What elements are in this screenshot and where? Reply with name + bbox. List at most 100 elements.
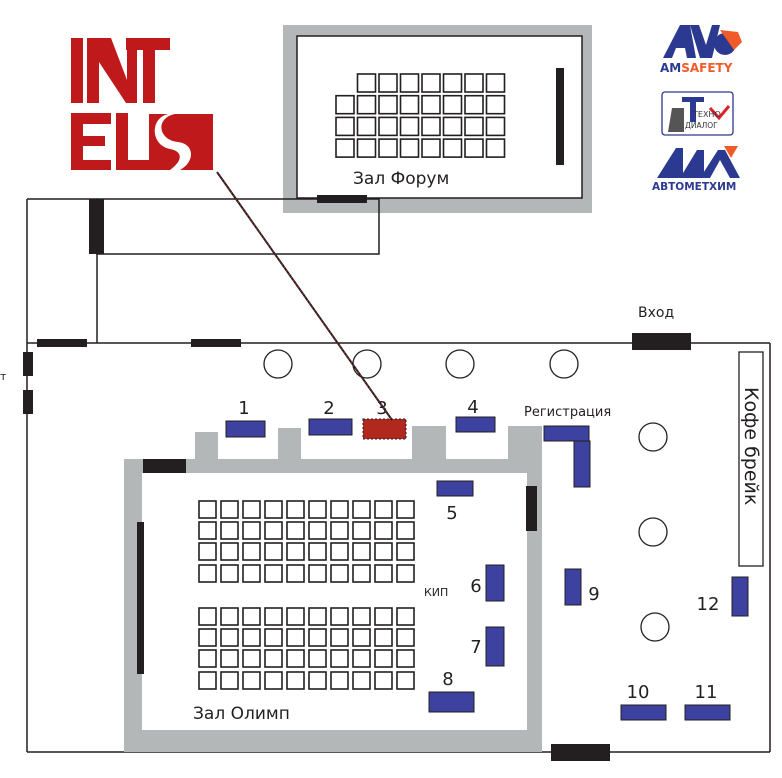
door[interactable] (191, 339, 241, 347)
booth-stand[interactable] (684, 704, 731, 721)
booth-stand[interactable] (455, 416, 496, 433)
svg-text:AMSAFETY: AMSAFETY (660, 61, 733, 75)
seat (442, 138, 463, 158)
seat (352, 649, 371, 668)
amsafety-logo: AMSAFETY (660, 25, 742, 75)
seat (330, 564, 349, 583)
seat (352, 500, 371, 519)
seat (220, 500, 239, 519)
seat (308, 607, 327, 626)
booth-number: 6 (470, 576, 481, 597)
booth-stand[interactable] (485, 626, 505, 667)
booth-stand[interactable] (362, 418, 407, 440)
booth-stand[interactable] (620, 704, 667, 721)
booth-number: 11 (695, 682, 718, 703)
seat (220, 521, 239, 540)
seat (356, 94, 377, 115)
entrance-label: Вход (638, 305, 674, 321)
seat (330, 607, 349, 626)
booth-12[interactable]: 12 (697, 576, 749, 617)
seat (421, 138, 441, 158)
door[interactable] (23, 390, 33, 414)
booth-stand[interactable] (225, 420, 266, 438)
seat (330, 542, 349, 561)
booth-number: 2 (323, 398, 334, 419)
seat (356, 73, 377, 93)
seat (356, 116, 377, 137)
booth-number: 4 (467, 397, 478, 418)
main-hall: т Вход Кофе брейк (0, 305, 771, 761)
booth-stand[interactable] (564, 568, 582, 606)
seat (396, 607, 415, 626)
door[interactable] (23, 352, 33, 376)
seat (464, 138, 484, 158)
seat (374, 542, 393, 561)
seat (308, 500, 327, 519)
booth-1[interactable]: 1 (225, 398, 266, 438)
seat (396, 628, 415, 647)
booth-8[interactable]: 8 (428, 669, 475, 713)
seat (308, 542, 327, 561)
booth-stand[interactable] (485, 564, 505, 602)
seat (198, 521, 217, 540)
coffee-break-area (738, 351, 764, 567)
seat (485, 73, 506, 93)
seat (242, 500, 261, 519)
booth-number: 7 (470, 637, 481, 658)
door[interactable] (551, 744, 610, 761)
booth-stand[interactable] (436, 480, 474, 497)
seat (198, 607, 217, 626)
seat (308, 649, 327, 668)
seat (220, 628, 239, 647)
booth-stand[interactable] (731, 576, 749, 617)
booth-stand[interactable] (308, 418, 353, 436)
seat (242, 607, 261, 626)
booth-number: 8 (442, 669, 453, 690)
seat (198, 500, 217, 519)
booth-6[interactable]: 6 (470, 564, 505, 602)
seat (330, 500, 349, 519)
seat (198, 649, 217, 668)
booth-9[interactable]: 9 (564, 568, 600, 606)
registration-desk[interactable]: Регистрация (524, 405, 611, 488)
seat (442, 73, 463, 93)
seat (286, 564, 305, 583)
booth-4[interactable]: 4 (455, 397, 496, 433)
hall-olymp: Зал Олимп КИП (124, 426, 542, 752)
entrance-door[interactable] (632, 333, 691, 350)
seat (335, 116, 355, 137)
booth-number: 5 (446, 503, 457, 524)
seat (242, 542, 261, 561)
seat (220, 671, 239, 690)
booth-7[interactable]: 7 (470, 626, 505, 667)
seat (399, 94, 420, 115)
seat (378, 94, 398, 115)
booth-2[interactable]: 2 (308, 398, 353, 436)
seat (264, 564, 283, 583)
coffee-break-label: Кофе брейк (740, 387, 762, 505)
door[interactable] (317, 195, 367, 203)
booth-5[interactable]: 5 (436, 480, 474, 524)
seat (352, 671, 371, 690)
seat (485, 138, 506, 158)
intels-logo (71, 38, 213, 170)
booth-3[interactable]: 3 (362, 398, 407, 440)
booth-10[interactable]: 10 (620, 682, 667, 721)
seat (356, 138, 377, 158)
booth-number: 10 (627, 682, 650, 703)
corridor (26, 195, 380, 752)
pillar (445, 349, 475, 379)
booth-11[interactable]: 11 (684, 682, 731, 721)
booth-number: 12 (697, 594, 720, 615)
seat (421, 73, 441, 93)
seat (330, 628, 349, 647)
seat (330, 671, 349, 690)
seat (264, 628, 283, 647)
booth-stand[interactable] (428, 691, 475, 713)
seat (396, 521, 415, 540)
seat (286, 500, 305, 519)
door[interactable] (37, 339, 87, 347)
door[interactable] (89, 199, 104, 254)
seat (242, 671, 261, 690)
seat (352, 628, 371, 647)
